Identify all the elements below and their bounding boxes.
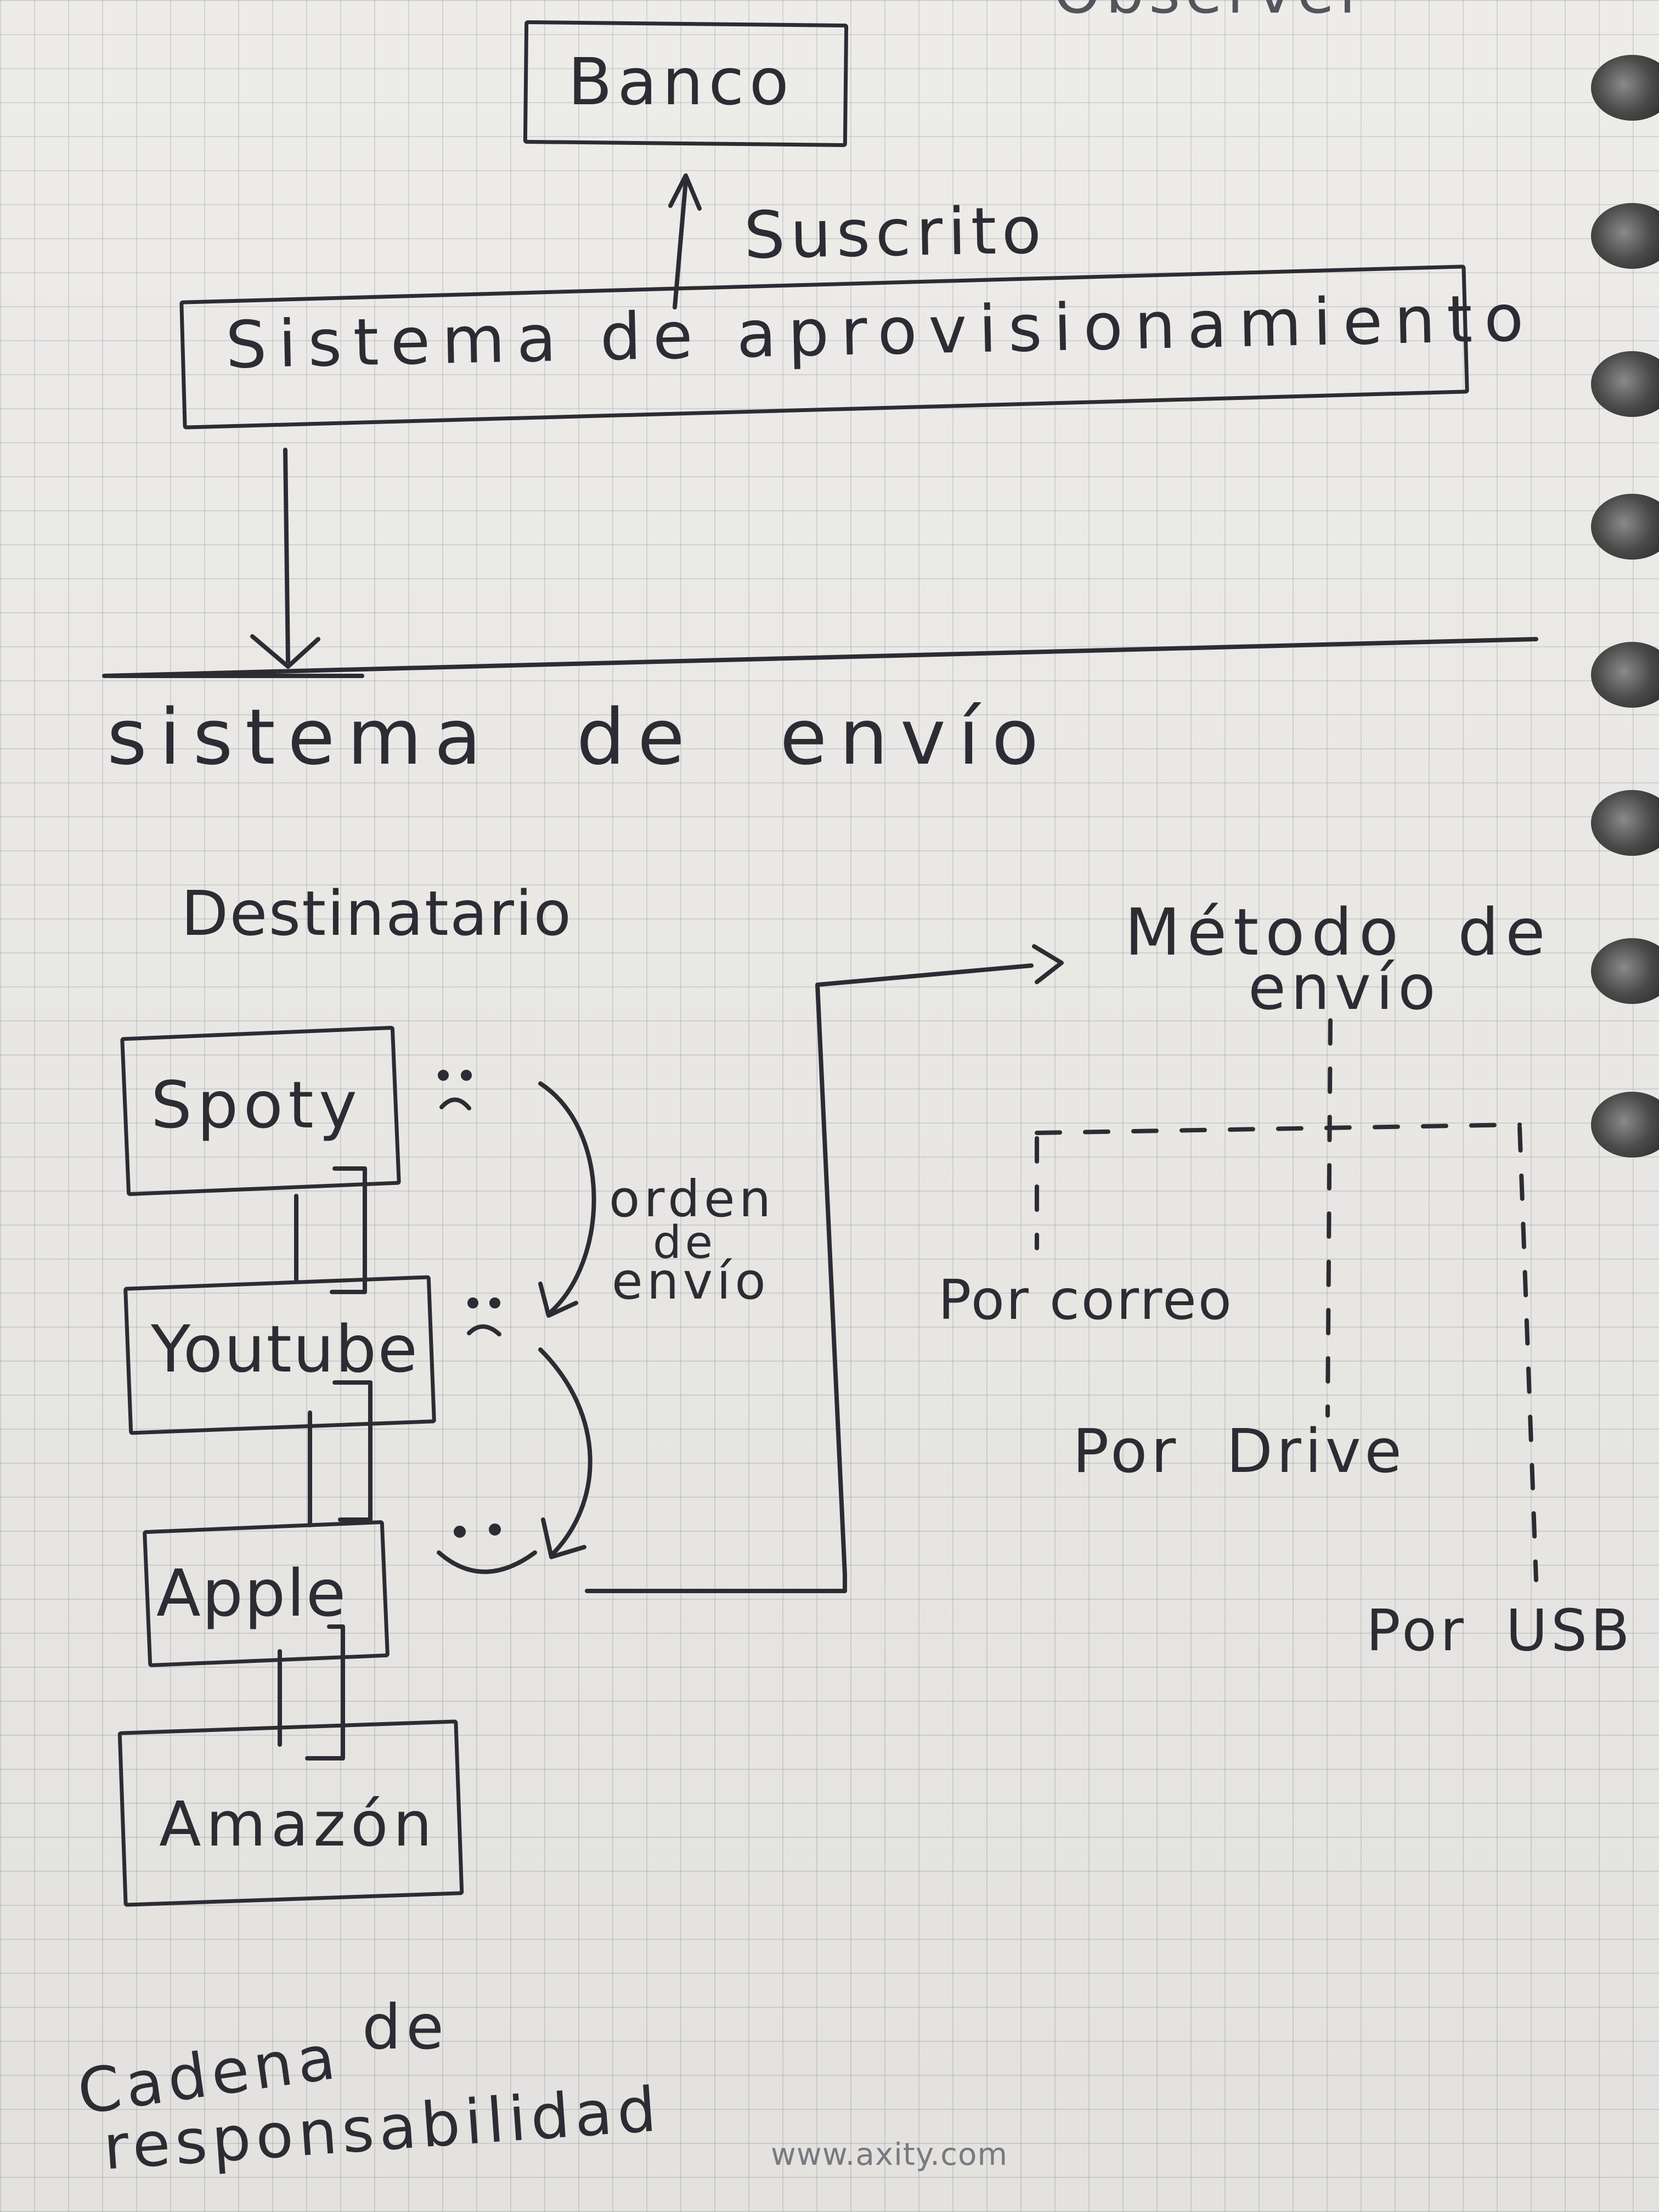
dashed-trunk: [1325, 1018, 1333, 1418]
spiral-ring-icon: [1591, 642, 1659, 708]
down-arrow: [283, 448, 290, 663]
orden-envio-line2: de: [653, 1217, 716, 1269]
spiral-ring-icon: [1591, 55, 1659, 121]
banco-label: Banco: [568, 44, 794, 120]
spiral-ring-icon: [1591, 938, 1659, 1004]
metodo-por-correo: Por correo: [938, 1268, 1233, 1332]
chain-label-apple: Apple: [156, 1555, 347, 1631]
orden-envio-line1: orden: [609, 1170, 775, 1228]
spiral-ring-icon: [1591, 494, 1659, 560]
orden-arrowhead-lower-icon: [541, 1517, 586, 1559]
metodo-envio-line1: Método de: [1125, 894, 1552, 970]
dashed-usb: [1517, 1125, 1538, 1582]
orden-arrow-upper: [538, 1081, 596, 1316]
orden-arrow-lower: [538, 1347, 592, 1558]
spiral-ring-icon: [1591, 351, 1659, 417]
spiral-ring-icon: [1591, 203, 1659, 269]
metodo-por-drive: Por Drive: [1073, 1416, 1406, 1486]
spiral-ring-icon: [1591, 1092, 1659, 1158]
metodo-envio-line2: envío: [1248, 952, 1441, 1024]
down-arrowhead-icon: [250, 634, 320, 669]
orden-arrowhead-upper-icon: [538, 1282, 578, 1318]
happy-face-icon: [437, 1523, 537, 1574]
footer-url: www.axity.com: [771, 2137, 1008, 2172]
suscrito-arrow: [673, 179, 688, 309]
connector-apple-amazon: [278, 1624, 345, 1760]
metodo-por-usb: Por USB: [1366, 1597, 1633, 1664]
chain-label-youtube: Youtube: [151, 1311, 419, 1387]
chain-label-amazon: Amazón: [159, 1789, 437, 1860]
cadena-de-label: de: [362, 1992, 449, 2063]
suscrito-arrowhead-icon: [668, 173, 702, 211]
metodo-arrowhead-icon: [1032, 944, 1064, 984]
sistema-envio-title: sistema de envío: [107, 693, 1051, 782]
connector-youtube-apple: [308, 1380, 373, 1527]
spiral-ring-icon: [1591, 790, 1659, 856]
destinatario-label: Destinatario: [181, 878, 573, 950]
apple-to-metodo-line: [585, 963, 1034, 1593]
orden-envio-line3: envío: [612, 1252, 770, 1311]
connector-spoty-youtube: [294, 1166, 367, 1294]
top-partial-text: Observer: [1053, 0, 1369, 22]
chain-label-spoty: Spoty: [151, 1067, 363, 1143]
sad-face-icon-1: [438, 1070, 472, 1110]
sad-face-icon-2: [467, 1297, 501, 1336]
separator-line: [102, 637, 1538, 678]
dashed-branch: [1035, 1122, 1522, 1135]
